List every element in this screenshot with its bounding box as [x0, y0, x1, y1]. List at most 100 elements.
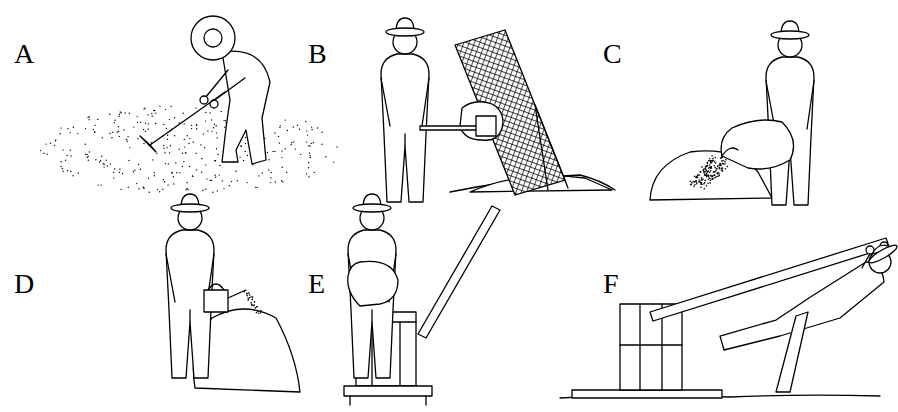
soil-dots-dot — [200, 144, 201, 145]
soil-dots-dot — [85, 128, 86, 129]
water-drops-dot — [251, 304, 253, 306]
falling-soil-dot — [706, 166, 708, 168]
soil-dots-dot — [175, 162, 176, 163]
soil-dots-dot — [145, 131, 146, 132]
soil-dots-dot — [89, 151, 90, 152]
soil-dots-dot — [229, 185, 230, 186]
soil-dots-dot — [213, 127, 214, 128]
soil-dots-dot — [162, 189, 163, 190]
falling-soil-dot — [714, 171, 716, 173]
water-drops-dot — [256, 306, 258, 308]
soil-dots-dot — [336, 146, 337, 147]
soil-dots-dot — [151, 113, 152, 114]
soil-dots-dot — [309, 153, 310, 154]
falling-soil-dot — [698, 181, 700, 183]
soil-dots-dot — [300, 154, 301, 155]
falling-soil-dot — [704, 188, 706, 190]
soil-dots-dot — [99, 161, 100, 162]
falling-soil-dot — [700, 171, 702, 173]
soil-dots-dot — [176, 172, 177, 173]
falling-soil-dot — [704, 175, 706, 177]
soil-dots-dot — [147, 114, 148, 115]
falling-soil-dot — [725, 159, 727, 161]
falling-soil — [689, 155, 732, 190]
soil-dots-dot — [216, 148, 217, 149]
soil-dots-dot — [182, 166, 183, 167]
soil-dots-dot — [67, 170, 68, 171]
soil-dots-dot — [102, 137, 103, 138]
falling-soil-dot — [702, 178, 704, 180]
soil-dots-dot — [45, 143, 46, 144]
falling-soil-dot — [690, 184, 692, 186]
soil-dots-dot — [325, 156, 326, 157]
soil-dots-dot — [281, 150, 282, 151]
soil-dots-dot — [137, 138, 138, 139]
soil-dots-dot — [140, 122, 141, 123]
soil-dots-dot — [235, 171, 236, 172]
soil-dots-dot — [94, 132, 95, 133]
falling-soil-dot — [718, 172, 720, 174]
soil-dots-dot — [268, 159, 269, 160]
soil-dots-dot — [201, 158, 202, 159]
soil-dots-dot — [219, 174, 220, 175]
water-drops-dot — [253, 304, 255, 306]
soil-dots-dot — [237, 180, 238, 181]
water-drops-dot — [246, 293, 248, 295]
falling-soil-dot — [700, 171, 702, 173]
falling-soil-dot — [720, 157, 722, 159]
soil-dots-dot — [112, 132, 113, 133]
panel-letter: F — [603, 270, 619, 298]
soil-dots-dot — [50, 143, 51, 144]
soil-dots-dot — [62, 168, 63, 169]
falling-soil-dot — [708, 178, 710, 180]
falling-soil-dot — [707, 182, 709, 184]
soil-dots-dot — [143, 129, 144, 130]
soil-dots-dot — [62, 171, 63, 172]
soil-dots-dot — [166, 128, 167, 129]
soil-dots-dot — [174, 117, 175, 118]
soil-dots-dot — [305, 121, 306, 122]
falling-soil-dot — [696, 176, 698, 178]
falling-soil-dot — [709, 182, 711, 184]
soil-dots-dot — [125, 112, 126, 113]
falling-soil-dot — [698, 179, 700, 181]
water-drops-dot — [252, 305, 254, 307]
soil-dots-dot — [193, 142, 194, 143]
panel-letter: E — [308, 270, 325, 298]
soil-dots-dot — [239, 156, 240, 157]
falling-soil-dot — [715, 162, 717, 164]
falling-soil-dot — [707, 162, 709, 164]
falling-soil-dot — [693, 185, 695, 187]
falling-soil-dot — [721, 167, 723, 169]
soil-dots-dot — [129, 147, 130, 148]
falling-soil-dot — [696, 183, 698, 185]
falling-soil-dot — [704, 180, 706, 182]
soil-dots-dot — [311, 143, 312, 144]
soil-dots-dot — [214, 124, 215, 125]
soil-dots-dot — [270, 182, 271, 183]
falling-soil-dot — [709, 164, 711, 166]
soil-dots-dot — [133, 171, 134, 172]
water-drops-dot — [250, 302, 252, 304]
falling-soil-dot — [696, 177, 698, 179]
soil-dots-dot — [133, 126, 134, 127]
falling-soil-dot — [707, 175, 709, 177]
falling-soil-dot — [716, 168, 718, 170]
soil-dots-dot — [143, 187, 144, 188]
soil-dots-dot — [113, 177, 114, 178]
soil-dots-dot — [184, 139, 185, 140]
falling-soil-dot — [712, 176, 714, 178]
falling-soil-dot — [711, 176, 713, 178]
soil-dots-dot — [308, 167, 309, 168]
soil-dots-dot — [47, 154, 48, 155]
falling-soil-dot — [710, 170, 712, 172]
soil-dots-dot — [152, 159, 153, 160]
soil-dots-dot — [185, 153, 186, 154]
falling-soil-dot — [701, 166, 703, 168]
falling-soil-dot — [717, 173, 719, 175]
soil-dots-dot — [205, 164, 206, 165]
water-drops-dot — [247, 299, 249, 301]
falling-soil-dot — [696, 176, 698, 178]
soil-dots-dot — [203, 133, 204, 134]
falling-soil-dot — [717, 175, 719, 177]
